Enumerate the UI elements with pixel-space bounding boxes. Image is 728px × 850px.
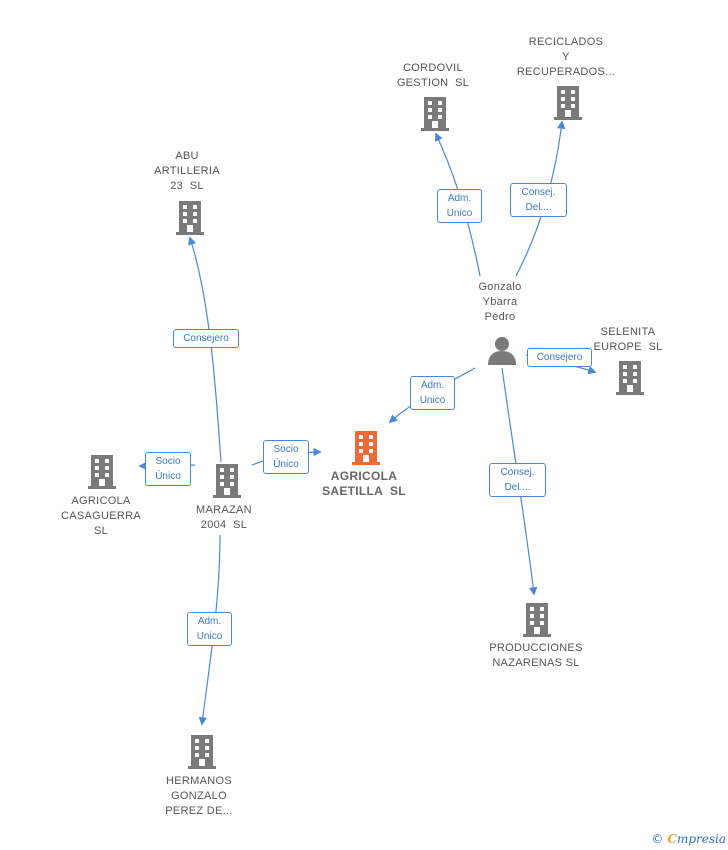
focus-company-building-icon[interactable] xyxy=(350,429,382,465)
node-label-hermanos-gonzalo[interactable]: HERMANOS GONZALO PEREZ DE... xyxy=(165,775,233,817)
company-building-icon[interactable] xyxy=(614,359,646,395)
company-building-icon[interactable] xyxy=(521,601,553,637)
node-label-gonzalo-ybarra[interactable]: Gonzalo Ybarra Pedro xyxy=(478,281,522,323)
person-icon[interactable] xyxy=(486,335,518,365)
company-building-icon[interactable] xyxy=(211,462,243,498)
node-label-agricola-casaguerra[interactable]: AGRICOLA CASAGUERRA SL xyxy=(60,495,142,537)
brand-initial: C xyxy=(667,832,677,846)
relation-label-adm-unico[interactable]: Adm. Unico xyxy=(410,376,455,410)
relation-label-consejero[interactable]: Consejero xyxy=(173,329,239,348)
relation-label-socio-unico[interactable]: Socio Único xyxy=(263,440,309,474)
relation-label-socio-unico[interactable]: Socio Único xyxy=(145,452,191,486)
relation-label-adm-unico[interactable]: Adm. Unico xyxy=(437,189,482,223)
relation-label-adm-unico[interactable]: Adm. Unico xyxy=(187,612,232,646)
edge-marazan-abu xyxy=(188,236,222,463)
node-label-reciclados[interactable]: RECICLADOS Y RECUPERADOS... xyxy=(516,36,616,78)
relation-label-consejero[interactable]: Consejero xyxy=(527,348,592,367)
node-label-producciones[interactable]: PRODUCCIONES NAZARENAS SL xyxy=(489,642,583,669)
brand-logo[interactable]: ©Cmpresia xyxy=(651,832,726,846)
brand-name: mpresia xyxy=(676,832,726,846)
company-building-icon[interactable] xyxy=(419,95,451,131)
copyright-icon: © xyxy=(651,832,664,846)
node-label-abu-artilleria[interactable]: ABU ARTILLERIA 23 SL xyxy=(154,150,220,192)
company-building-icon[interactable] xyxy=(174,199,206,235)
company-building-icon[interactable] xyxy=(552,84,584,120)
node-label-selenita[interactable]: SELENITA EUROPE SL xyxy=(593,326,663,353)
node-label-cordovil[interactable]: CORDOVIL GESTION SL xyxy=(396,62,470,89)
relation-label-consej-del[interactable]: Consej. Del.... xyxy=(510,183,567,217)
relation-label-consej-del[interactable]: Consej. Del.... xyxy=(489,463,546,497)
node-label-agricola-saetilla[interactable]: AGRICOLA SAETILLA SL xyxy=(322,469,406,498)
node-label-marazan[interactable]: MARAZAN 2004 SL xyxy=(196,504,252,531)
company-building-icon[interactable] xyxy=(86,453,118,489)
company-building-icon[interactable] xyxy=(186,733,218,769)
